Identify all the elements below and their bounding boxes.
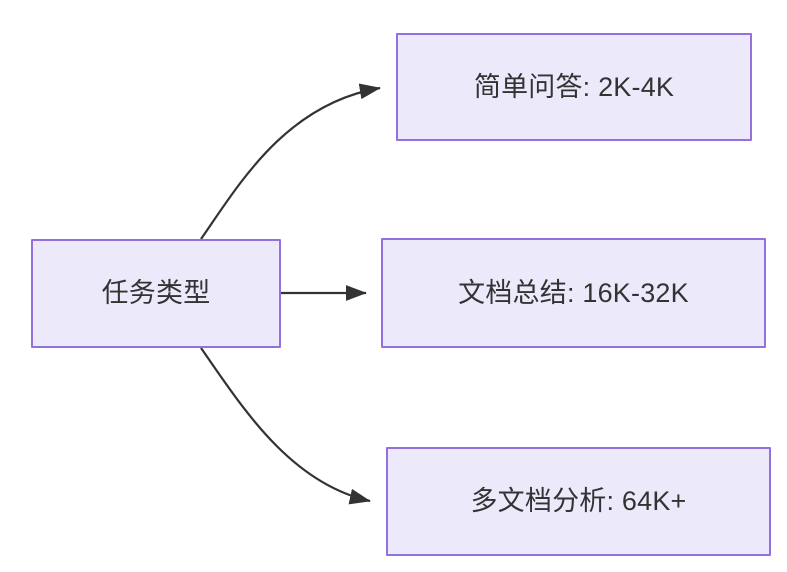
node-multi-doc[interactable]: 多文档分析: 64K+ bbox=[386, 447, 771, 556]
node-simple-qa-label: 简单问答: 2K-4K bbox=[473, 71, 675, 102]
edge-source-to-simple-qa bbox=[200, 83, 381, 240]
node-simple-qa[interactable]: 简单问答: 2K-4K bbox=[396, 33, 752, 141]
node-task-type-label: 任务类型 bbox=[101, 278, 211, 309]
edge-source-to-multi-doc bbox=[200, 347, 371, 505]
node-task-type[interactable]: 任务类型 bbox=[31, 239, 281, 348]
node-doc-summary-label: 文档总结: 16K-32K bbox=[458, 277, 689, 308]
node-multi-doc-label: 多文档分析: 64K+ bbox=[470, 486, 687, 517]
node-doc-summary[interactable]: 文档总结: 16K-32K bbox=[381, 238, 766, 348]
